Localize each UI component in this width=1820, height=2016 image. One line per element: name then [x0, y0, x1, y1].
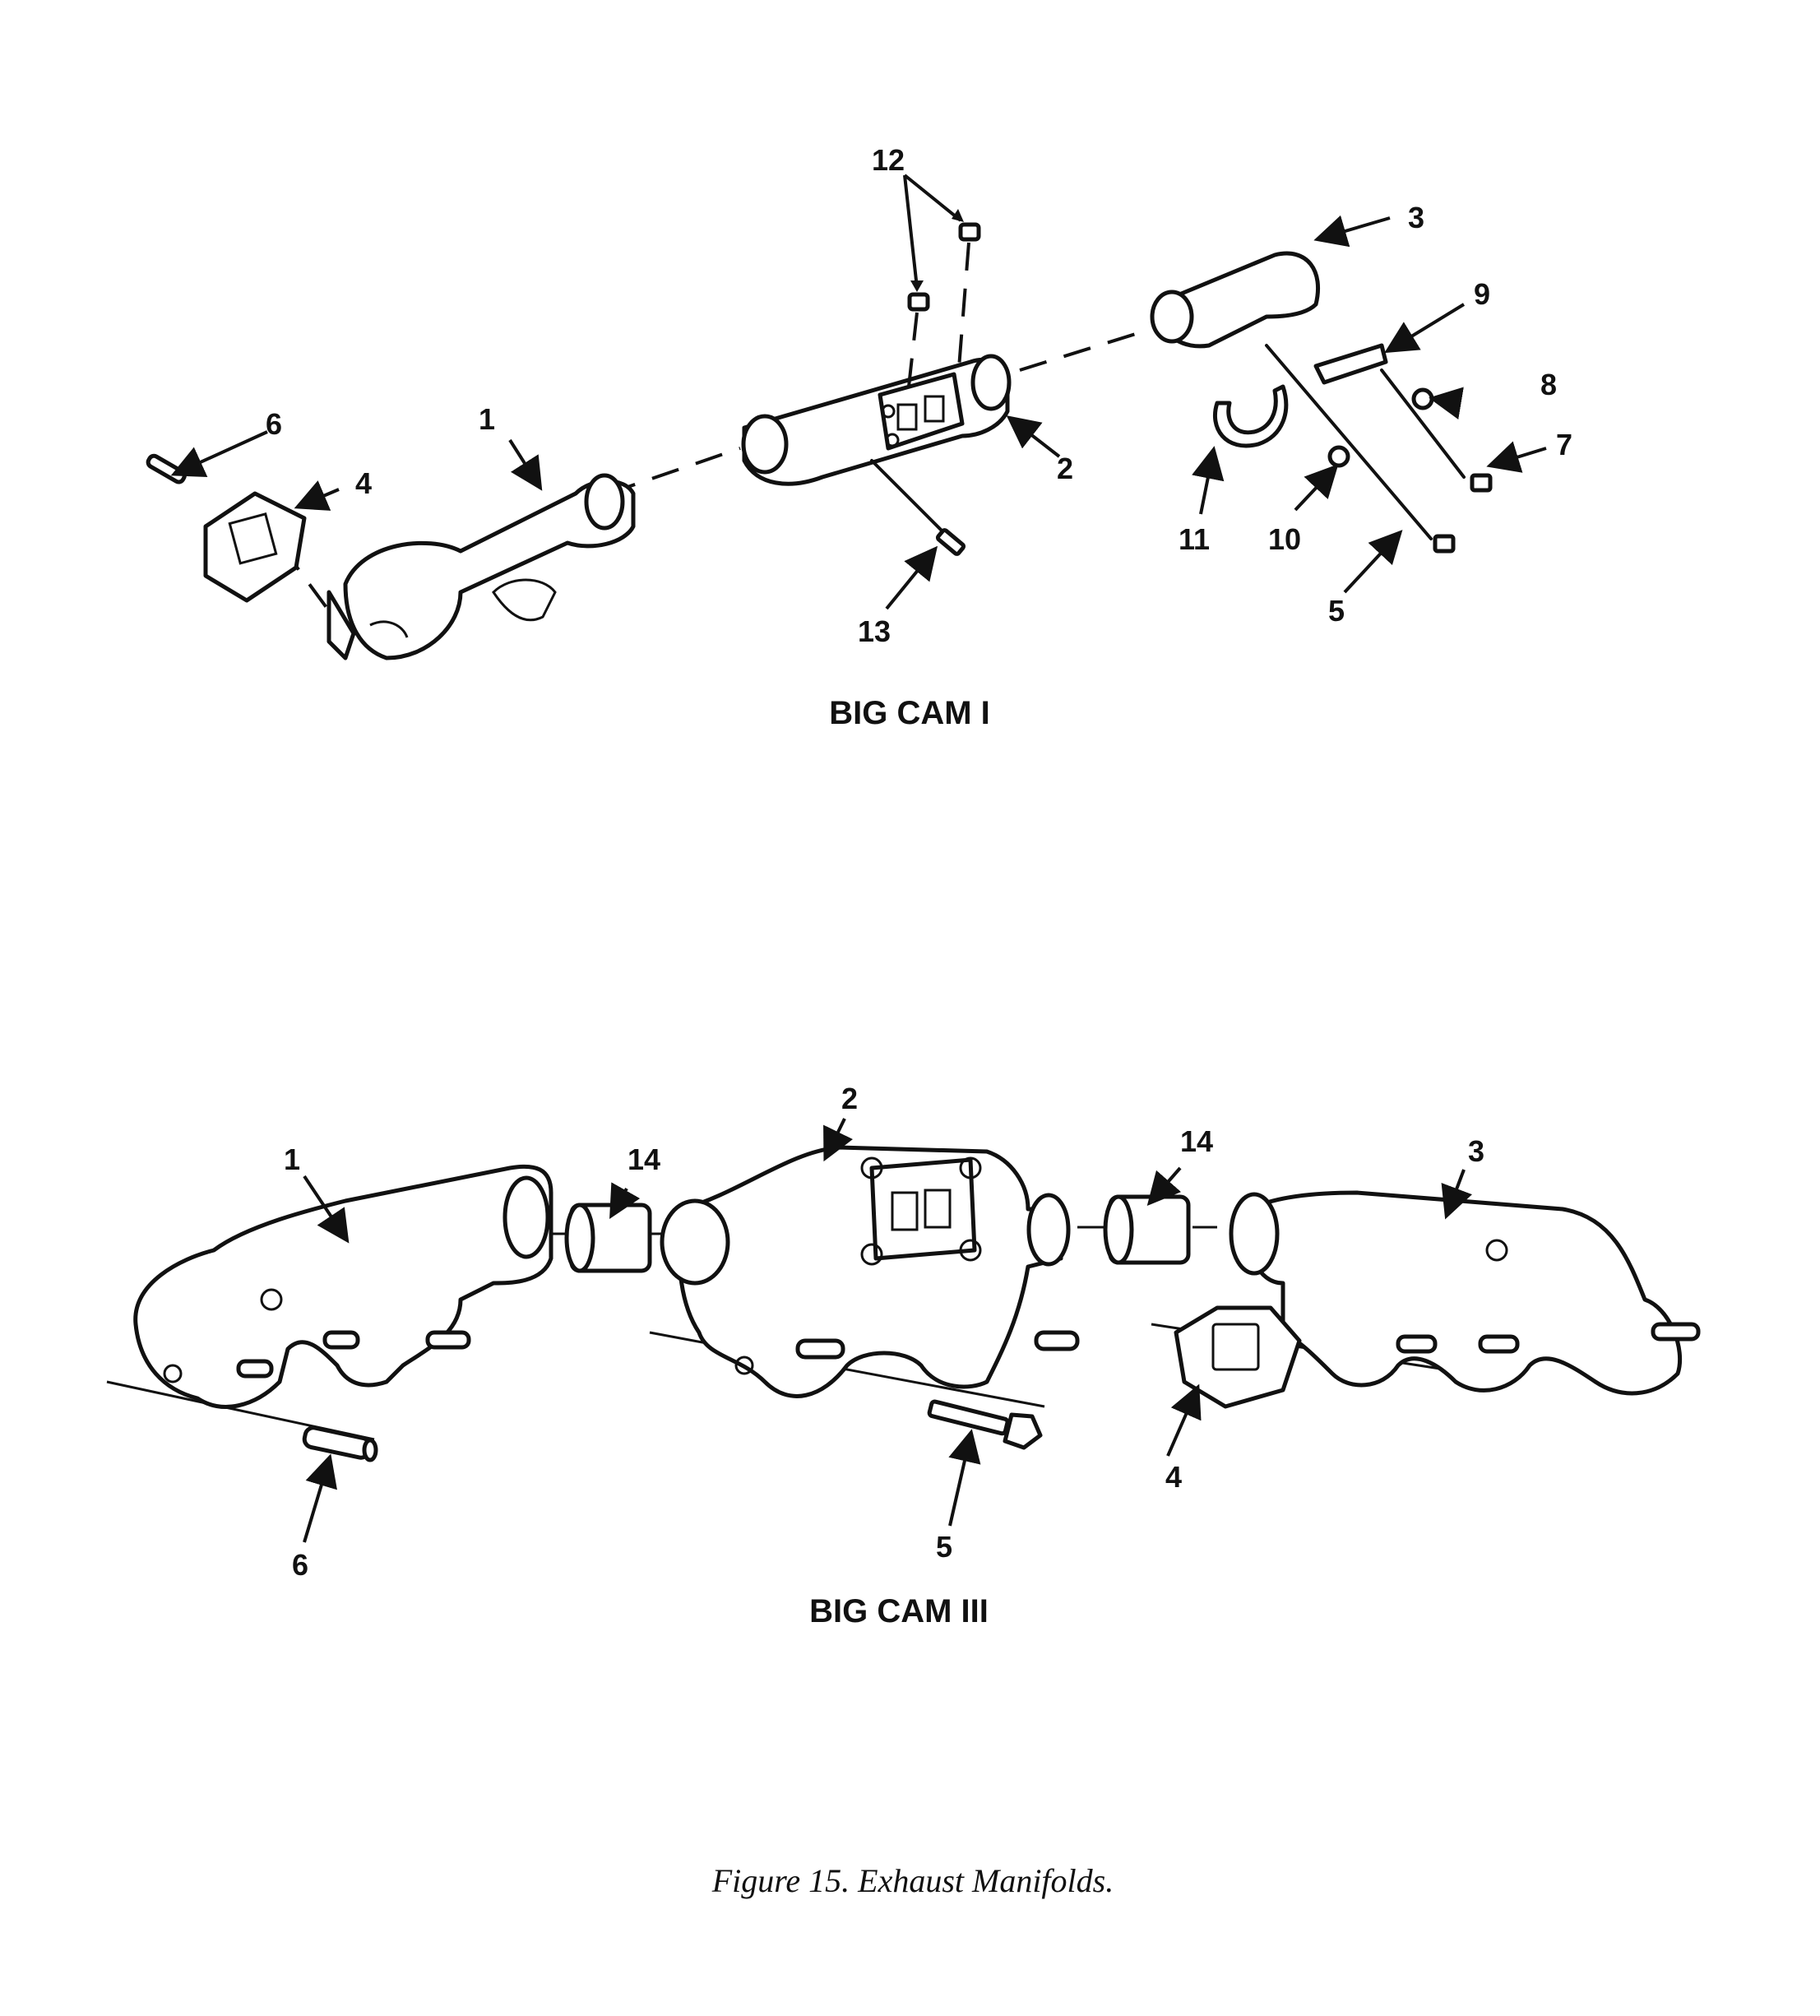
sleeve-part-14-left [564, 1203, 652, 1273]
callout-label: 9 [1474, 277, 1490, 311]
bracket-part-9 [1313, 343, 1388, 385]
plugs-part-12 [907, 222, 981, 387]
bolt-part-7 [1380, 368, 1493, 493]
callout-label: 5 [1328, 594, 1345, 628]
callout-label: 12 [872, 143, 905, 177]
center-manifold-part-2 [741, 354, 1012, 486]
dowel-pin-part-6 [302, 1425, 378, 1462]
callout-label: 4 [355, 466, 372, 500]
stud-part-13 [870, 459, 966, 556]
callout-label: 2 [841, 1082, 858, 1115]
callout-label: 8 [1540, 368, 1557, 401]
dowel-pin-part-6 [146, 453, 187, 484]
rear-manifold-part-3 [1229, 1190, 1701, 1396]
front-manifold-part-1 [133, 1164, 553, 1409]
nut-part-10 [1327, 445, 1350, 468]
big-cam-i-diagram: 1 2 3 4 5 6 7 8 9 10 11 12 13 BIG CAM I [146, 143, 1572, 731]
clamp-part-11 [1212, 384, 1289, 448]
section-title: BIG CAM III [809, 1593, 989, 1629]
section-title: BIG CAM I [829, 695, 990, 731]
center-manifold-part-2 [660, 1145, 1080, 1398]
callout-label: 14 [1180, 1124, 1213, 1158]
callout-label: 4 [1165, 1460, 1182, 1494]
callout-label: 11 [1179, 522, 1210, 556]
washer-part-8 [1411, 387, 1434, 410]
front-manifold-part-1 [326, 473, 636, 660]
bolt-part-5 [927, 1399, 1043, 1450]
callout-label: 6 [266, 407, 282, 441]
callout-label: 1 [284, 1142, 300, 1176]
callout-label: 10 [1268, 522, 1301, 556]
rear-manifold-part-3 [1150, 251, 1321, 349]
sleeve-part-14-right [1103, 1194, 1191, 1265]
bolt-part-5 [1265, 344, 1456, 554]
callout-label: 1 [479, 402, 495, 436]
callout-label: 3 [1408, 201, 1424, 234]
callout-label: 13 [858, 614, 891, 648]
callout-label: 14 [628, 1142, 660, 1176]
big-cam-iii-diagram: 1 2 3 4 5 6 14 14 BIG CAM III [106, 1082, 1701, 1629]
gasket-part-4 [203, 491, 307, 603]
callout-label: 2 [1057, 452, 1073, 485]
callout-label: 6 [292, 1548, 308, 1582]
figure-caption: Figure 15. Exhaust Manifolds. [711, 1862, 1114, 1899]
callout-label: 7 [1556, 428, 1572, 461]
callout-label: 5 [936, 1530, 952, 1564]
callout-label: 3 [1468, 1134, 1484, 1168]
